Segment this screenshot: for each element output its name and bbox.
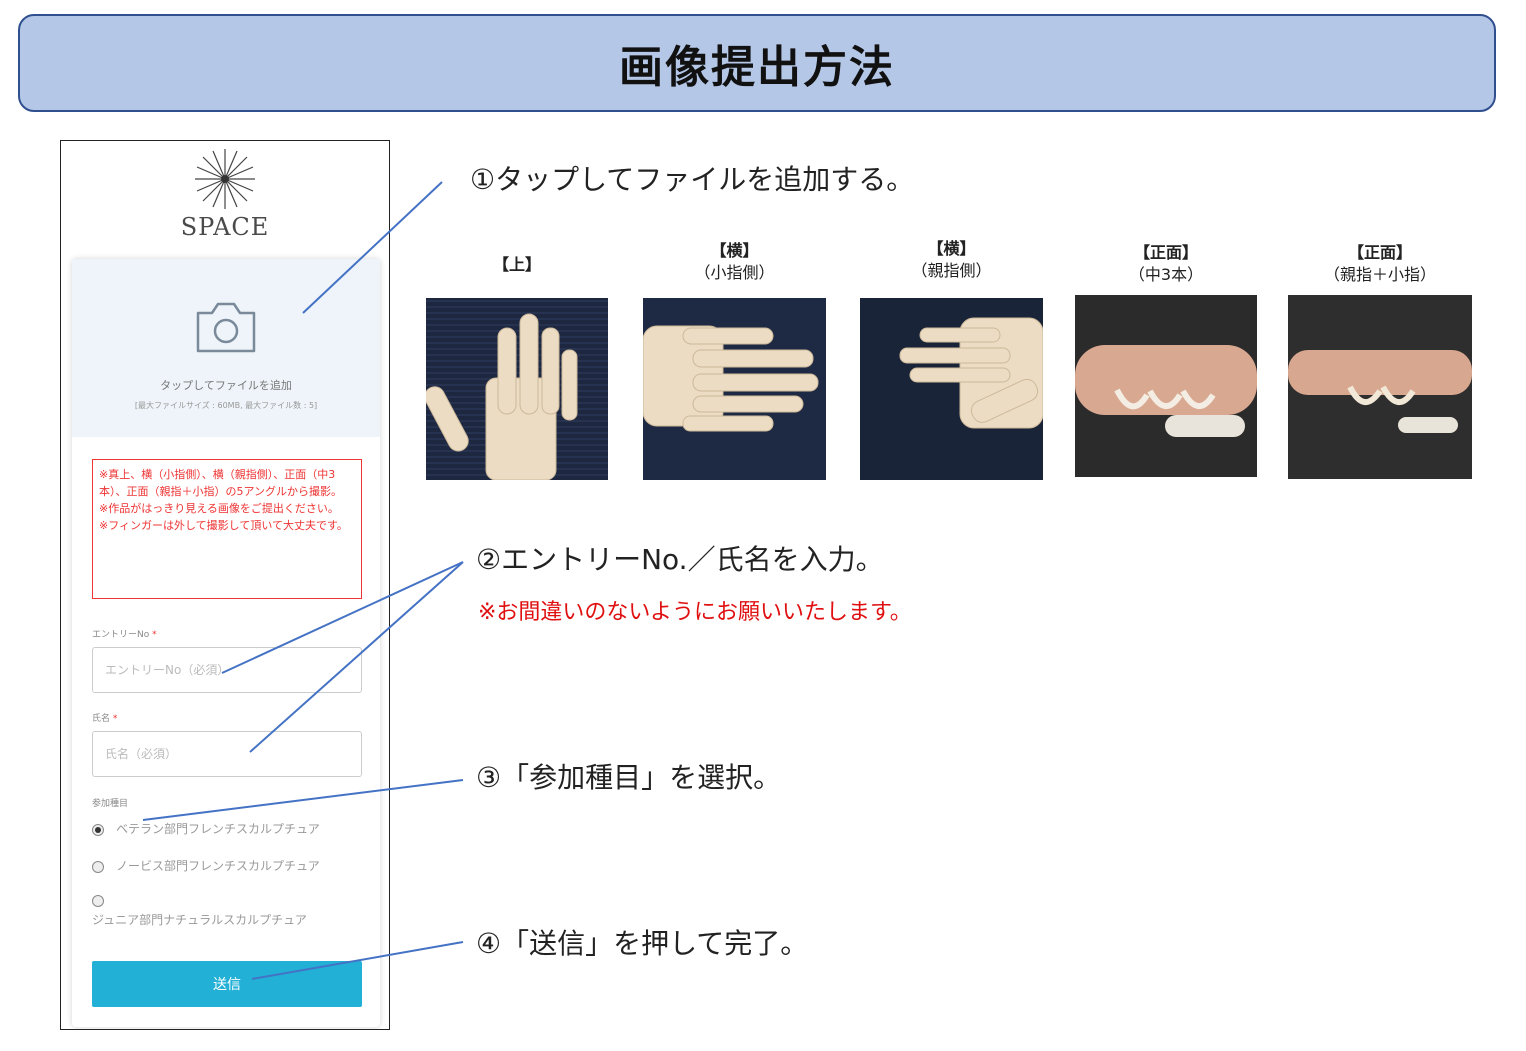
photo-caption-front-thumb-pinky: 【正面】（親指＋小指） [1323,243,1436,284]
name-label: 氏名 * [92,714,118,724]
instruction-notes: ※真上、横（小指側）、横（親指側）、正面（中3本）、正面（親指＋小指）の5アング… [92,459,362,599]
sparkle-logo-icon [195,149,255,209]
radio-selected-icon[interactable] [92,823,104,836]
entry-label: エントリーNo * [92,630,157,640]
photo-front-thumb-pinky-view [1288,295,1472,479]
submit-button[interactable]: 送信 [92,961,362,1007]
name-input[interactable] [92,731,362,777]
upload-limit: [最大ファイルサイズ : 60MB, 最大ファイル数 : 5] [134,401,318,410]
brand-name: SPACE [180,213,270,241]
step-3: ③「参加種目」を選択。 [476,761,782,794]
category-label: 参加種目 [92,799,129,809]
radio-icon[interactable] [92,860,104,873]
photo-side-pinky-view [643,298,826,480]
step-4: ④「送信」を押して完了。 [476,927,809,960]
radio-icon[interactable] [92,894,104,907]
note-item: ※フィンガーは外して撮影して頂いて大丈夫です。 [99,519,348,532]
upload-label: タップしてファイルを追加 [160,379,292,392]
photo-caption-side-thumb: 【横】（親指側） [911,239,992,280]
category-option-novice[interactable]: ノービス部門フレンチスカルプチュア [92,857,320,874]
photo-front-middle-view [1075,295,1257,477]
step-2-warning: ※お間違いのないようにお願いいたします。 [478,600,912,625]
category-option-junior[interactable]: ジュニア部門ナチュラルスカルプチュア [92,893,307,928]
page-title: 画像提出方法 [619,42,895,93]
category-option-veteran[interactable]: ベテラン部門フレンチスカルプチュア [92,820,320,837]
camera-icon [196,302,256,353]
phone-form-mockup: SPACE タップしてファイルを追加 [最大ファイルサイズ : 60MB, 最大… [60,140,390,1030]
form-card: タップしてファイルを追加 [最大ファイルサイズ : 60MB, 最大ファイル数 … [72,259,380,1027]
note-item: ※真上、横（小指側）、横（親指側）、正面（中3本）、正面（親指＋小指）の5アング… [99,468,343,498]
title-banner: 画像提出方法 [18,14,1496,112]
photo-caption-top: 【上】 [492,255,541,274]
photo-caption-side-pinky: 【横】（小指側） [694,241,775,282]
photo-caption-front-middle: 【正面】（中3本） [1128,243,1204,284]
photo-side-thumb-view [860,298,1043,480]
note-item: ※作品がはっきり見える画像をご提出ください。 [99,502,339,515]
photo-top-view [426,298,608,480]
step-2: ②エントリーNo.／氏名を入力。 [476,543,884,576]
step-1: ①タップしてファイルを追加する。 [470,163,915,196]
